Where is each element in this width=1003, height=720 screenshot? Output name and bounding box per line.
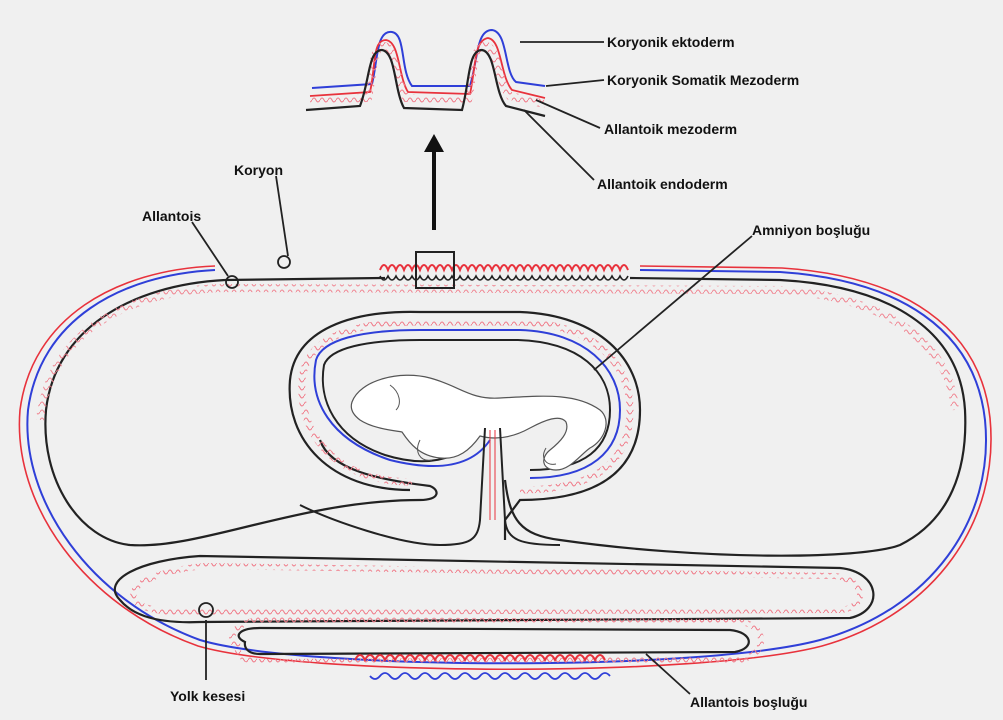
chorion-villi-top	[380, 265, 628, 280]
koryon-loop	[278, 256, 290, 268]
allantois-cavity	[115, 556, 874, 679]
label-yolk-kesesi: Yolk kesesi	[170, 688, 245, 704]
yolk-blue-wave	[370, 673, 610, 679]
inset-black	[306, 50, 545, 116]
label-allantois: Allantois	[142, 208, 201, 224]
label-allantoik-mezoderm: Allantoik mezoderm	[604, 121, 737, 137]
outer-blue-line	[27, 270, 986, 663]
label-allantoik-endoderm: Allantoik endoderm	[597, 176, 728, 192]
label-amniyon-boslugu: Amniyon boşluğu	[752, 222, 870, 238]
leader-lines	[192, 42, 752, 694]
inset-blue	[312, 30, 545, 88]
up-arrow-icon	[424, 134, 444, 230]
allantois-inner	[239, 628, 749, 654]
label-allantois-boslugu: Allantois boşluğu	[690, 694, 807, 710]
label-koryonik-somatik-mezoderm: Koryonik Somatik Mezoderm	[607, 72, 799, 88]
label-koryon: Koryon	[234, 162, 283, 178]
inset-villi-band	[310, 46, 545, 104]
label-koryonik-ektoderm: Koryonik ektoderm	[607, 34, 735, 50]
allantois-villi	[133, 566, 860, 612]
villi-inset	[306, 30, 545, 116]
